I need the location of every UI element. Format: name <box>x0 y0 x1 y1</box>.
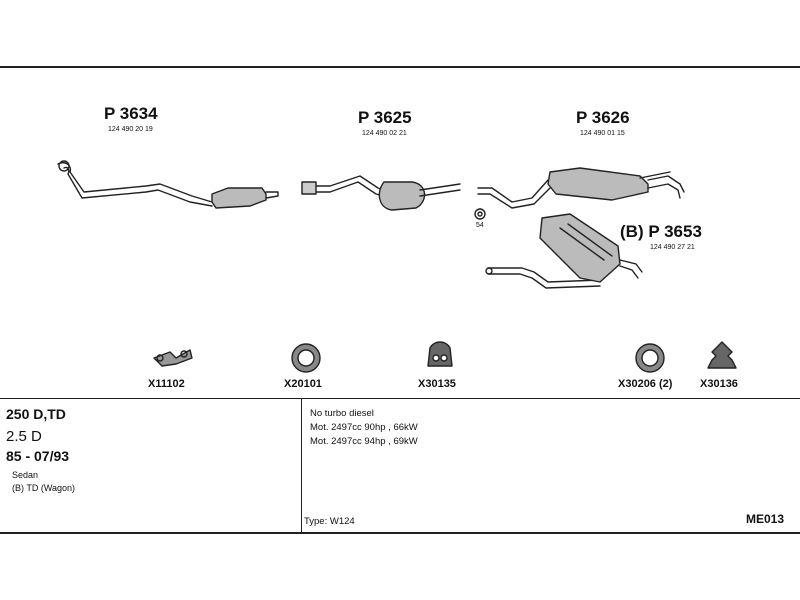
hanger-icon-x30135 <box>427 341 453 367</box>
rear-silencer-p3653 <box>485 213 643 289</box>
vehicle-engine: 2.5 D <box>6 428 42 445</box>
note-line-3: Mot. 2497cc 94hp , 69kW <box>310 436 418 447</box>
ring-icon-x20101 <box>291 343 321 373</box>
part-title-p3625: P 3625 <box>358 108 412 127</box>
type-value: W124 <box>329 516 355 527</box>
note-line-1: No turbo diesel <box>310 408 374 419</box>
fitting-label-x30135: X30135 <box>418 378 456 390</box>
exhaust-diagram <box>57 160 737 373</box>
fitting-label-x11102: X11102 <box>148 378 185 390</box>
front-pipe-p3634 <box>57 160 279 209</box>
part-number-p3634: 124 490 20 19 <box>108 126 153 133</box>
vehicle-years: 85 - 07/93 <box>6 448 70 464</box>
type-label-text: Type: <box>304 516 328 527</box>
mount-icon-x30136 <box>707 341 737 369</box>
part-number-p3653: 124 490 27 21 <box>650 244 695 251</box>
catalog-code: ME013 <box>746 512 785 526</box>
fitting-label-x30136: X30136 <box>700 378 738 390</box>
part-title-p3634: P 3634 <box>104 104 158 123</box>
clamp-icon <box>474 208 486 220</box>
vehicle-body-wagon: (B) TD (Wagon) <box>12 483 76 493</box>
fitting-label-x20101: X20101 <box>284 378 322 390</box>
part-number-p3625: 124 490 02 21 <box>362 130 407 137</box>
divider-horizontal <box>0 398 800 399</box>
type-label: Type: W124 <box>304 516 355 527</box>
vehicle-body: Sedan <box>12 470 39 480</box>
divider-vertical <box>301 398 302 534</box>
vehicle-model: 250 D,TD <box>6 406 66 422</box>
ring-icon-x30206 <box>635 343 665 373</box>
middle-pipe-p3625 <box>301 175 461 211</box>
clamp-label: 54 <box>476 222 484 229</box>
bracket-icon-x11102 <box>153 349 193 367</box>
part-number-p3626: 124 490 01 15 <box>580 130 625 137</box>
diagram-frame: P 3634 124 490 20 19 P 3625 124 490 02 2… <box>0 66 800 534</box>
fitting-label-x30206: X30206 (2) <box>618 378 673 390</box>
rear-silencer-p3626 <box>477 167 685 209</box>
note-line-2: Mot. 2497cc 90hp , 66kW <box>310 422 418 433</box>
part-title-p3626: P 3626 <box>576 108 630 127</box>
part-title-p3653: (B) P 3653 <box>620 222 702 241</box>
